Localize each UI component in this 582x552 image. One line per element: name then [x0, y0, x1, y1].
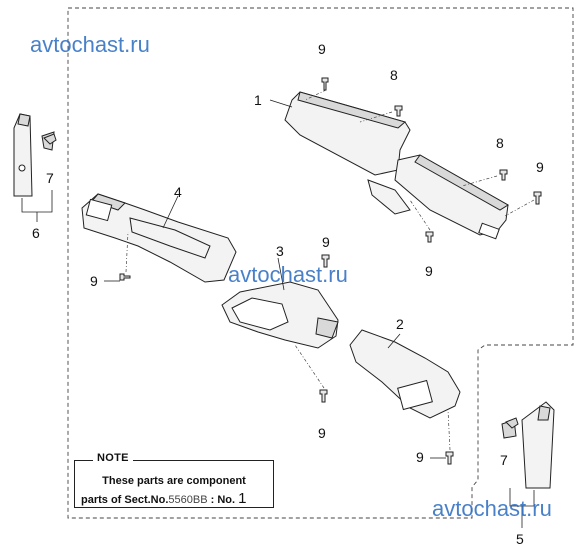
- callout-9-bottom: 9: [416, 449, 424, 465]
- callout-2: 2: [396, 316, 404, 332]
- callout-9-right: 9: [536, 159, 544, 175]
- callout-7-right: 7: [500, 452, 508, 468]
- callout-9-left: 9: [90, 273, 98, 289]
- assembly-frame: [67, 7, 574, 519]
- note-part-number: 1: [238, 490, 247, 507]
- part-2-right-duct: [349, 329, 461, 419]
- note-line2-prefix: parts of Sect.No.: [81, 494, 169, 506]
- watermark-middle: avtochast.ru: [228, 262, 348, 287]
- note-line2-suffix: : No.: [207, 494, 239, 506]
- callout-8-top: 8: [390, 67, 398, 83]
- callout-8-right: 8: [496, 135, 504, 151]
- callout-9-lower: 9: [318, 425, 326, 441]
- callouts: 1 2 3 4 5 6 7 7 8 8 9 9 9 9 9 9 9: [32, 41, 544, 547]
- part-4-left-duct: [81, 193, 237, 283]
- screws: [119, 77, 542, 465]
- callout-7-left: 7: [46, 170, 54, 186]
- callout-9-center: 9: [322, 234, 330, 250]
- part-1-upper-duct: [269, 91, 509, 240]
- note-box: NOTE These parts are component parts of …: [74, 452, 274, 508]
- callout-9-top: 9: [318, 41, 326, 57]
- watermark-bottom: avtochast.ru: [432, 496, 552, 521]
- note-line2: parts of Sect.No.5560BB : No. 1: [81, 490, 269, 507]
- watermark-top: avtochast.ru: [30, 32, 150, 57]
- callout-3: 3: [276, 243, 284, 259]
- note-section-number: 5560BB: [168, 494, 208, 506]
- callout-4: 4: [174, 184, 182, 200]
- part-3-center-vent: [221, 257, 339, 349]
- note-title: NOTE: [93, 452, 133, 464]
- note-line1: These parts are component: [102, 475, 246, 487]
- callout-9-mid-right: 9: [425, 263, 433, 279]
- callout-5: 5: [516, 531, 524, 547]
- callout-1: 1: [254, 92, 262, 108]
- callout-6: 6: [32, 225, 40, 241]
- clips: [43, 133, 519, 429]
- part-6-left-trim: [13, 113, 55, 222]
